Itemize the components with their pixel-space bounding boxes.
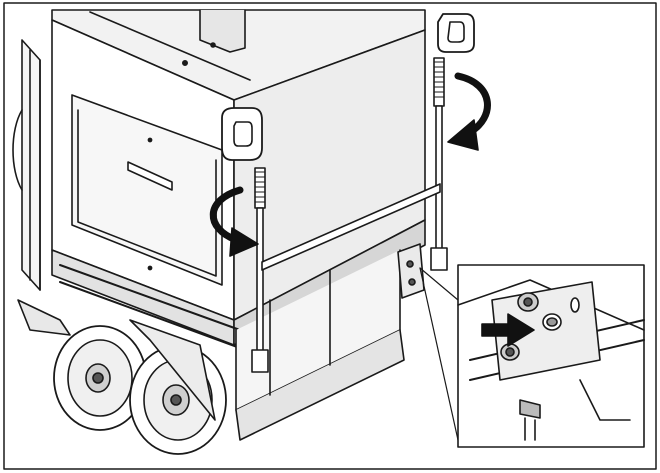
detail-inset-bolt [457, 264, 645, 448]
mount-bracket [397, 243, 425, 299]
screw-mid [147, 137, 153, 143]
push-arrow-inset [481, 313, 535, 347]
chassis-frame [59, 249, 411, 441]
threaded-rod-right [430, 57, 448, 271]
drawer-handle [127, 161, 173, 191]
cross-bar [261, 183, 441, 271]
rotate-arrow-right [447, 72, 491, 151]
threaded-rod-left [251, 167, 269, 373]
background-unit [12, 39, 71, 336]
screw-low [147, 265, 153, 271]
lifting-handle-right [437, 13, 475, 53]
lifting-handle-left [221, 107, 263, 161]
detail-callout [419, 267, 459, 441]
wheel-bracket [129, 319, 216, 421]
rotate-arrow-left [209, 186, 259, 257]
wheel-rear [53, 325, 147, 431]
screw-top [182, 59, 189, 66]
